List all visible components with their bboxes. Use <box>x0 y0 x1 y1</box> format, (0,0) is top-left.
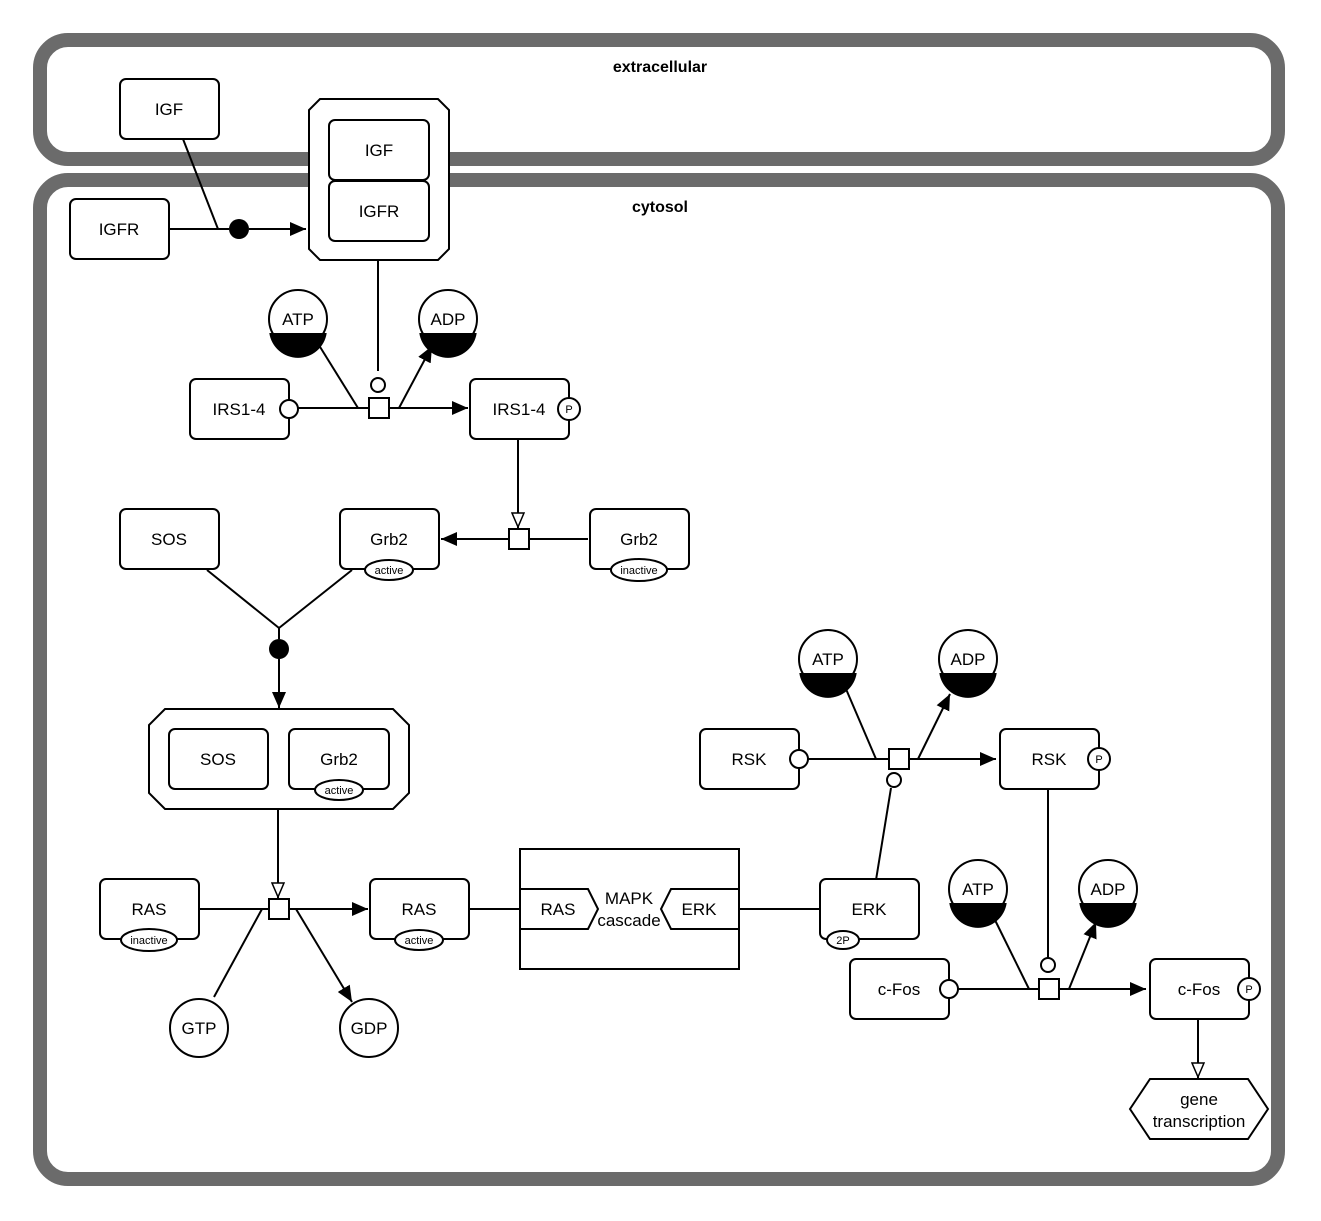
state-variable <box>1087 747 1111 771</box>
state-label: inactive <box>130 935 167 947</box>
node-atp-1: ATP <box>268 289 328 358</box>
state-variable <box>557 397 581 421</box>
node-label: IGF <box>365 141 393 160</box>
complex-sos-grb2: SOS Grb2 active <box>148 708 410 810</box>
association-dot <box>269 639 289 659</box>
node-gtp: GTP <box>169 998 229 1058</box>
extracellular-compartment <box>33 33 1285 166</box>
node-atp-3: ATP <box>948 859 1008 928</box>
binding-site <box>939 979 959 999</box>
node-label: SOS <box>151 530 187 549</box>
node-cfos-unphosphorylated: c-Fos <box>849 958 959 1020</box>
complex-igf-igfr: IGF IGFR <box>308 98 450 261</box>
state-label: active <box>325 785 354 797</box>
process-node <box>888 748 910 770</box>
binding-site <box>789 749 809 769</box>
node-ras-inactive: RAS inactive <box>99 878 200 952</box>
catalysis-circle <box>1040 957 1056 973</box>
node-adp-2: ADP <box>938 629 998 698</box>
catalysis-circle <box>886 772 902 788</box>
process-node <box>268 898 290 920</box>
node-igf: IGF <box>119 78 220 140</box>
state-variable <box>610 558 668 582</box>
process-node <box>368 397 390 419</box>
node-label: GDP <box>351 1019 388 1038</box>
state-variable <box>314 779 364 801</box>
node-adp-1: ADP <box>418 289 478 358</box>
node-label: IGFR <box>359 202 400 221</box>
node-label: IGF <box>155 100 183 119</box>
node-irs-unphosphorylated: IRS1-4 <box>189 378 299 440</box>
node-label: Grb2 <box>320 750 358 769</box>
node-label: IGFR <box>99 220 140 239</box>
node-grb2-inactive: Grb2 inactive <box>589 508 690 582</box>
node-label: ADP <box>1091 880 1126 899</box>
submap-mapk-cascade: RAS ERK MAPK cascade <box>519 848 740 970</box>
node-label: IRS1-4 <box>213 400 266 419</box>
tag-label: RAS <box>541 900 576 919</box>
node-label: ATP <box>962 880 994 899</box>
node-label: SOS <box>200 750 236 769</box>
node-label: ATP <box>812 650 844 669</box>
node-label: GTP <box>182 1019 217 1038</box>
node-grb2-active: Grb2 active <box>339 508 440 581</box>
extracellular-label: extracellular <box>613 59 707 76</box>
node-rsk-unphosphorylated: RSK <box>699 728 809 790</box>
node-sos: SOS <box>119 508 220 570</box>
process-glyphs <box>229 219 1060 1000</box>
phenotype-gene-transcription: gene transcription <box>1128 1078 1270 1140</box>
tag-label: ERK <box>682 900 718 919</box>
binding-site <box>279 399 299 419</box>
state-label: P <box>565 404 572 416</box>
node-label: Grb2 <box>370 530 408 549</box>
state-label: 2P <box>836 935 849 947</box>
node-label: c-Fos <box>878 980 921 999</box>
cytosol-label: cytosol <box>632 199 688 216</box>
cytosol-compartment <box>33 173 1285 1186</box>
node-label: RSK <box>732 750 768 769</box>
node-igfr: IGFR <box>69 198 170 260</box>
node-gdp: GDP <box>339 998 399 1058</box>
edges <box>170 138 1198 1078</box>
process-node <box>508 528 530 550</box>
state-variable <box>120 928 178 952</box>
node-label: IRS1-4 <box>493 400 546 419</box>
node-label: ERK <box>852 900 888 919</box>
association-dot <box>229 219 249 239</box>
node-atp-2: ATP <box>798 629 858 698</box>
node-label: transcription <box>1153 1112 1246 1131</box>
state-label: P <box>1095 754 1102 766</box>
state-variable <box>364 559 414 581</box>
state-variable <box>826 930 860 950</box>
node-label: Grb2 <box>620 530 658 549</box>
node-label: gene <box>1180 1090 1218 1109</box>
submap-title: MAPK <box>605 889 654 908</box>
node-label: ADP <box>951 650 986 669</box>
node-label: RAS <box>132 900 167 919</box>
node-cfos-phosphorylated: c-Fos P <box>1149 958 1261 1020</box>
state-label: active <box>375 565 404 577</box>
node-ras-active: RAS active <box>369 878 470 951</box>
node-erk: ERK 2P <box>819 878 920 950</box>
node-irs-phosphorylated: IRS1-4 P <box>469 378 581 440</box>
catalysis-circle <box>370 377 386 393</box>
node-label: RSK <box>1032 750 1068 769</box>
node-label: RAS <box>402 900 437 919</box>
state-label: active <box>405 935 434 947</box>
node-label: c-Fos <box>1178 980 1221 999</box>
process-node <box>1038 978 1060 1000</box>
state-variable <box>1237 977 1261 1001</box>
node-adp-3: ADP <box>1078 859 1138 928</box>
node-label: ATP <box>282 310 314 329</box>
state-label: inactive <box>620 565 657 577</box>
state-variable <box>394 929 444 951</box>
submap-title: cascade <box>597 911 660 930</box>
node-label: ADP <box>431 310 466 329</box>
state-label: P <box>1245 984 1252 996</box>
node-rsk-phosphorylated: RSK P <box>999 728 1111 790</box>
